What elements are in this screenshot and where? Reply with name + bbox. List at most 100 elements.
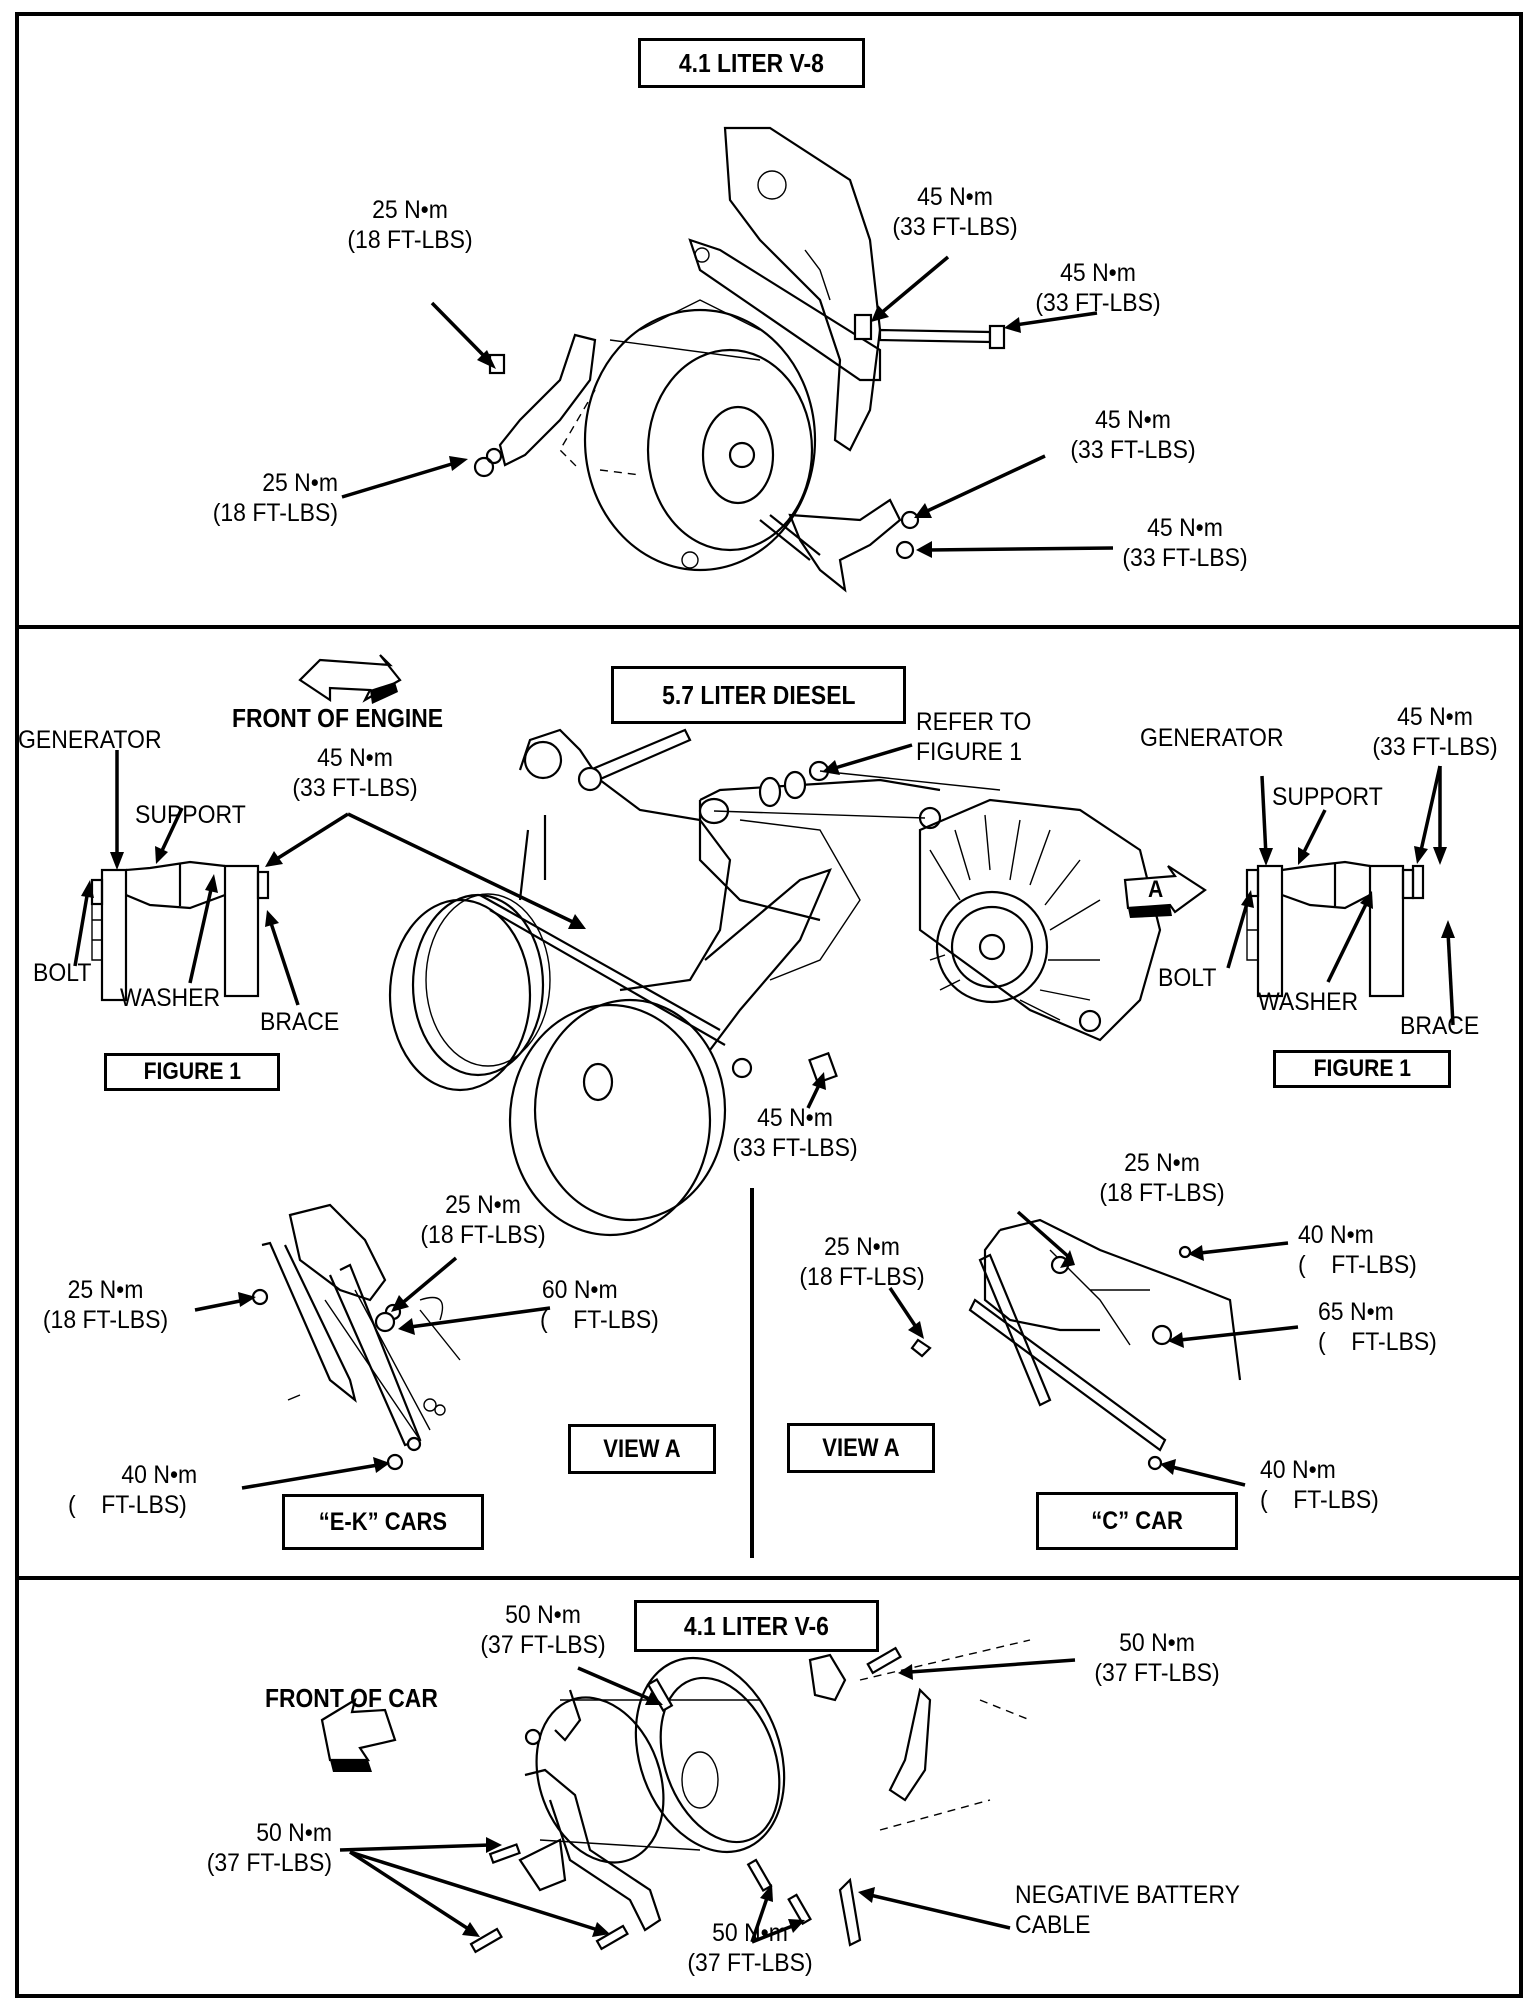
torque-nm: 25 N•m [262,469,338,497]
v8-title-box: 4.1 LITER V-8 [638,38,865,88]
diesel-callout-lower: 45 N•m (33 FT-LBS) [712,1103,878,1163]
front-of-engine-label: FRONT OF ENGINE [232,703,444,733]
v8-callout-top-center: 45 N•m (33 FT-LBS) [872,182,1038,242]
torque-nm: 50 N•m [1119,1629,1195,1657]
fig1-left-generator: GENERATOR [18,726,162,754]
torque-nm: 40 N•m [1298,1221,1374,1249]
torque-nm: 25 N•m [372,196,448,224]
v8-callout-right-upper: 45 N•m (33 FT-LBS) [1015,258,1181,318]
v6-callout-top-left: 50 N•m (37 FT-LBS) [465,1600,621,1660]
fig1-right-label: FIGURE 1 [1313,1055,1411,1082]
c-view-a-label: VIEW A [822,1434,900,1462]
torque-ftlbs: (33 FT-LBS) [1035,289,1161,317]
section-divider-1 [15,625,1519,629]
torque-nm: 25 N•m [445,1191,521,1219]
torque-ftlbs: (37 FT-LBS) [206,1849,332,1877]
negative-battery-cable-label: NEGATIVE BATTERY CABLE [1015,1880,1240,1940]
torque-ftlbs: (33 FT-LBS) [1122,544,1248,572]
torque-ftlbs: (33 FT-LBS) [892,213,1018,241]
ek-cars-label-box: “E-K” CARS [282,1494,484,1550]
v6-callout-left: 50 N•m (37 FT-LBS) [174,1818,332,1878]
c-car-label: “C” CAR [1091,1507,1183,1535]
torque-nm: 45 N•m [1397,703,1473,731]
refer-to-figure-label: REFER TO FIGURE 1 [916,707,1031,767]
section-divider-2 [15,1576,1519,1580]
ek-callout-left: 25 N•m (18 FT-LBS) [25,1275,186,1335]
torque-nm: 40 N•m [121,1461,198,1489]
front-of-car-label: FRONT OF CAR [265,1683,438,1713]
fig1-right-support: SUPPORT [1272,783,1383,811]
diesel-callout-upper: 45 N•m (33 FT-LBS) [272,743,438,803]
torque-nm: 25 N•m [824,1233,900,1261]
c-callout-bottom: 40 N•m ( FT-LBS) [1260,1455,1379,1515]
cable-line-2: CABLE [1015,1911,1091,1939]
ek-cars-label: “E-K” CARS [318,1508,448,1536]
fig1-left-label-box: FIGURE 1 [104,1053,280,1091]
fig1-right-generator: GENERATOR [1140,724,1284,752]
fig1-right-torque: 45 N•m (33 FT-LBS) [1357,702,1513,762]
c-car-label-box: “C” CAR [1036,1492,1238,1550]
refer-line-1: REFER TO [916,708,1032,736]
torque-ftlbs: (18 FT-LBS) [347,226,473,254]
fig1-left-support: SUPPORT [135,801,246,829]
torque-ftlbs: ( FT-LBS) [1260,1486,1379,1514]
torque-ftlbs: ( FT-LBS) [1318,1328,1437,1356]
fig1-left-bolt: BOLT [33,959,92,987]
torque-ftlbs: (33 FT-LBS) [1372,733,1498,761]
torque-ftlbs: ( FT-LBS) [1298,1251,1417,1279]
ek-view-a-label: VIEW A [603,1435,681,1463]
torque-nm: 50 N•m [256,1819,332,1847]
torque-nm: 45 N•m [1060,259,1136,287]
torque-ftlbs: (37 FT-LBS) [480,1631,606,1659]
c-callout-top: 25 N•m (18 FT-LBS) [1079,1148,1245,1208]
torque-ftlbs: ( FT-LBS) [540,1306,659,1334]
c-view-a-box: VIEW A [787,1423,935,1473]
torque-ftlbs: (18 FT-LBS) [212,499,338,527]
v6-callout-top-right: 50 N•m (37 FT-LBS) [1079,1628,1235,1688]
torque-nm: 25 N•m [67,1276,144,1304]
view-a-marker-label: A [1148,876,1164,903]
ek-callout-bottom: 40 N•m ( FT-LBS) [68,1460,197,1520]
v8-callout-right-lower: 45 N•m (33 FT-LBS) [1102,513,1268,573]
fig1-right-washer: WASHER [1258,988,1359,1016]
ek-callout-top: 25 N•m (18 FT-LBS) [400,1190,566,1250]
v6-title-box: 4.1 LITER V-6 [634,1600,879,1652]
torque-nm: 25 N•m [1124,1149,1200,1177]
refer-line-2: FIGURE 1 [916,738,1023,766]
v8-callout-lower-left: 25 N•m (18 FT-LBS) [174,468,338,528]
fig1-left-label: FIGURE 1 [143,1058,241,1085]
diesel-title: 5.7 LITER DIESEL [661,680,856,710]
v6-title: 4.1 LITER V-6 [684,1611,829,1641]
c-callout-left: 25 N•m (18 FT-LBS) [779,1232,945,1292]
torque-ftlbs: (33 FT-LBS) [1070,436,1196,464]
torque-nm: 45 N•m [1147,514,1223,542]
torque-ftlbs: (18 FT-LBS) [420,1221,546,1249]
c-callout-right-1: 40 N•m ( FT-LBS) [1298,1220,1417,1280]
diesel-title-box: 5.7 LITER DIESEL [611,666,906,724]
torque-ftlbs: ( FT-LBS) [68,1491,187,1519]
view-a-divider [750,1188,754,1558]
fig1-right-bolt: BOLT [1158,964,1217,992]
v6-callout-bottom: 50 N•m (37 FT-LBS) [672,1918,828,1978]
fig1-left-brace: BRACE [260,1008,340,1036]
torque-ftlbs: (37 FT-LBS) [1094,1659,1220,1687]
torque-nm: 60 N•m [541,1276,618,1304]
v8-callout-upper-left: 25 N•m (18 FT-LBS) [327,195,493,255]
torque-nm: 45 N•m [317,744,393,772]
ek-view-a-box: VIEW A [568,1424,716,1474]
c-callout-right-2: 65 N•m ( FT-LBS) [1318,1297,1437,1357]
torque-ftlbs: (37 FT-LBS) [687,1949,813,1977]
v8-title: 4.1 LITER V-8 [679,48,824,78]
fig1-right-label-box: FIGURE 1 [1273,1050,1451,1088]
torque-ftlbs: (18 FT-LBS) [1099,1179,1225,1207]
torque-ftlbs: (18 FT-LBS) [42,1306,169,1334]
v8-callout-right-mid: 45 N•m (33 FT-LBS) [1050,405,1216,465]
torque-ftlbs: (33 FT-LBS) [732,1134,858,1162]
torque-nm: 45 N•m [1095,406,1171,434]
torque-ftlbs: (33 FT-LBS) [292,774,418,802]
torque-nm: 45 N•m [757,1104,833,1132]
fig1-right-brace: BRACE [1400,1012,1480,1040]
page-frame [15,12,1523,1998]
torque-nm: 40 N•m [1260,1456,1336,1484]
cable-line-1: NEGATIVE BATTERY [1015,1881,1240,1909]
